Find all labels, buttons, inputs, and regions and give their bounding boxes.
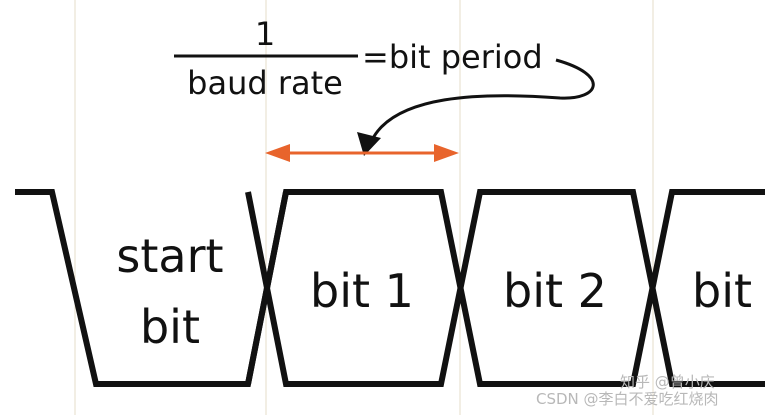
pointer-arrow-curve [370, 58, 595, 141]
formula-numerator: 1 [255, 15, 275, 53]
bit-period-right-head [434, 144, 459, 162]
bit1-label: bit 1 [310, 264, 414, 318]
formula-denominator: baud rate [187, 64, 343, 102]
signal-waveform [15, 189, 765, 387]
bit-period-arrow [265, 144, 459, 162]
pointer-arrow-head [357, 132, 381, 156]
formula: 1 baud rate =bit period [174, 15, 543, 102]
watermark-csdn: CSDN @李白不爱吃红烧肉 [536, 390, 719, 408]
watermark-zhihu: 知乎 @曾小庆 [620, 373, 715, 391]
bit-period-left-head [265, 144, 290, 162]
guide-lines [74, 0, 654, 415]
formula-result: =bit period [362, 38, 543, 76]
bit3-label: bit [692, 264, 752, 318]
start-bit-label-line1: start [116, 229, 223, 283]
pointer-arrow [357, 58, 595, 156]
start-bit-label-line2: bit [140, 300, 200, 354]
bit2-label: bit 2 [503, 264, 607, 318]
waveform-bit1-lower [245, 189, 765, 387]
